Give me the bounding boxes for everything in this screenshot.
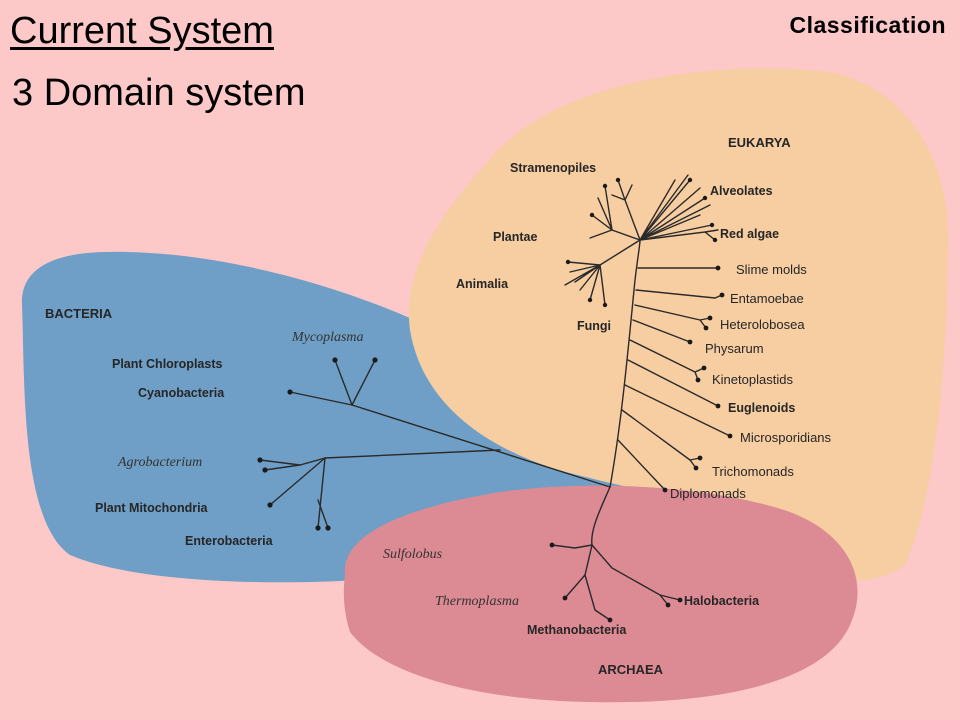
eukarya-region bbox=[408, 68, 949, 581]
taxon-enterobacteria: Enterobacteria bbox=[185, 534, 274, 548]
taxon-fungi: Fungi bbox=[577, 319, 611, 333]
taxon-kinetoplastids: Kinetoplastids bbox=[712, 372, 793, 387]
taxon-slime-molds: Slime molds bbox=[736, 262, 807, 277]
taxon-red-algae: Red algae bbox=[720, 227, 779, 241]
archaea-domain-label: ARCHAEA bbox=[598, 662, 664, 677]
taxon-plantae: Plantae bbox=[493, 230, 538, 244]
taxon-animalia: Animalia bbox=[456, 277, 509, 291]
taxon-sulfolobus: Sulfolobus bbox=[383, 547, 443, 562]
taxon-methanobacteria: Methanobacteria bbox=[527, 623, 627, 637]
taxon-entamoebae: Entamoebae bbox=[730, 291, 804, 306]
bacteria-domain-label: BACTERIA bbox=[45, 306, 113, 321]
tree-branches bbox=[259, 174, 731, 621]
taxon-stramenopiles: Stramenopiles bbox=[510, 161, 596, 175]
taxon-diplomonads: Diplomonads bbox=[670, 486, 746, 501]
taxon-plant-chloroplasts: Plant Chloroplasts bbox=[112, 357, 222, 371]
taxon-trichomonads: Trichomonads bbox=[712, 464, 794, 479]
taxon-cyanobacteria: Cyanobacteria bbox=[138, 386, 225, 400]
taxon-halobacteria: Halobacteria bbox=[684, 594, 760, 608]
taxon-alveolates: Alveolates bbox=[710, 184, 773, 198]
taxon-agrobacterium: Agrobacterium bbox=[117, 455, 202, 470]
eukarya-domain-label: EUKARYA bbox=[728, 135, 791, 150]
taxon-microsporidians: Microsporidians bbox=[740, 430, 832, 445]
archaea-region bbox=[343, 485, 858, 703]
taxon-thermoplasma: Thermoplasma bbox=[435, 594, 519, 609]
taxon-euglenoids: Euglenoids bbox=[728, 401, 795, 415]
classification-label: Classification bbox=[789, 12, 946, 38]
taxon-heterolobosea: Heterolobosea bbox=[720, 317, 805, 332]
slide-title: Current System bbox=[10, 10, 274, 52]
slide-subtitle: 3 Domain system bbox=[12, 72, 306, 114]
taxon-mycoplasma: Mycoplasma bbox=[291, 330, 364, 345]
taxon-plant-mitochondria: Plant Mitochondria bbox=[95, 501, 209, 515]
taxon-physarum: Physarum bbox=[705, 341, 764, 356]
leaf-dots bbox=[257, 177, 733, 623]
